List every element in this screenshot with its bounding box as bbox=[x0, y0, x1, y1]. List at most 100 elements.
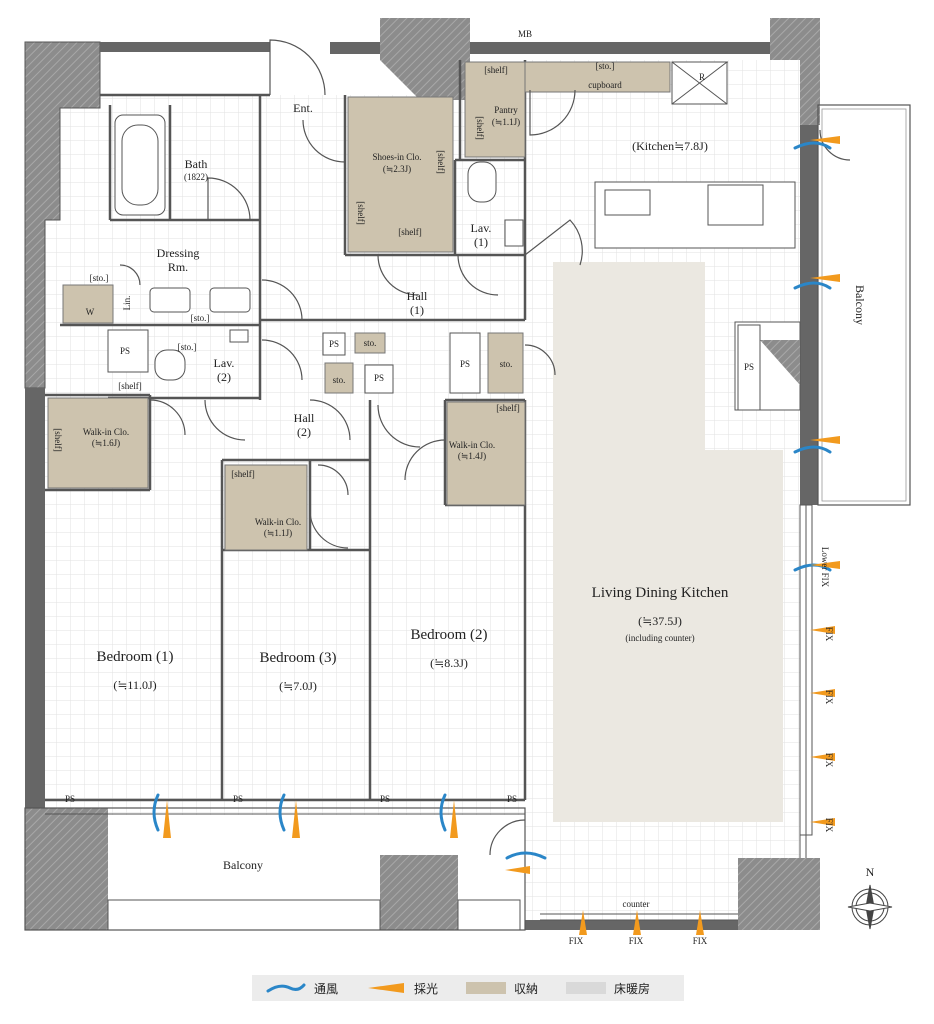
legend-ventilation: 通風 bbox=[266, 980, 338, 997]
shoes-shelf-right: [shelf] bbox=[436, 150, 446, 174]
hall1-num: (1) bbox=[410, 303, 424, 317]
storage-areas bbox=[47, 61, 671, 551]
wic2-shelf: [shelf] bbox=[231, 469, 255, 479]
ldk-note: (including counter) bbox=[625, 633, 694, 643]
bedroom2-size: (≒8.3J) bbox=[430, 656, 468, 670]
fix-label-3: FIX bbox=[693, 936, 708, 946]
wic1-label: Walk-in Clo. bbox=[83, 427, 129, 437]
door-swings bbox=[119, 39, 851, 856]
right-balcony bbox=[817, 104, 911, 506]
ps-label-9: PS bbox=[507, 794, 517, 804]
refrigerator-label: R bbox=[699, 72, 705, 82]
dressing-label-2: Rm. bbox=[168, 260, 188, 274]
shoes-clo-label: Shoes-in Clo. bbox=[372, 152, 421, 162]
fix-label-5: FIX bbox=[824, 690, 834, 705]
floor-heating-area-lower bbox=[553, 450, 783, 822]
dressing-sto-label: [sto.] bbox=[191, 313, 210, 323]
balcony-right-label: Balcony bbox=[853, 285, 867, 325]
entrance-label: Ent. bbox=[293, 101, 313, 115]
ldk-size: (≒37.5J) bbox=[638, 614, 682, 628]
legend-daylight-label: 採光 bbox=[414, 981, 439, 996]
kitchen-label: (Kitchen≒7.8J) bbox=[632, 139, 708, 153]
floor-heating-swatch bbox=[566, 982, 607, 994]
bath-size: (1822) bbox=[184, 172, 208, 182]
bedroom1-label: Bedroom (1) bbox=[96, 649, 173, 665]
bedroom3-label: Bedroom (3) bbox=[259, 650, 336, 666]
ps-label-5: PS bbox=[744, 362, 754, 372]
mb-label: MB bbox=[518, 29, 532, 39]
bedroom2-label: Bedroom (2) bbox=[410, 627, 487, 643]
hall2-num: (2) bbox=[297, 425, 311, 439]
wic3-shelf: [shelf] bbox=[496, 403, 520, 413]
counter-label: counter bbox=[623, 899, 650, 909]
sunlight-icon bbox=[368, 983, 405, 993]
bath-label: Bath bbox=[185, 157, 208, 171]
pantry-shelf-side: [shelf] bbox=[475, 116, 485, 140]
hall2-label: Hall bbox=[294, 411, 315, 425]
wic2-size: (≒1.1J) bbox=[264, 528, 292, 538]
lav1-num: (1) bbox=[474, 235, 488, 249]
ps-label-1: PS bbox=[120, 346, 130, 356]
linen-label: Lin. bbox=[122, 296, 132, 311]
legend: 通風 採光 収納 床暖房 bbox=[252, 975, 684, 1001]
ldk-windows bbox=[540, 505, 807, 921]
wic1-shelf-side: [shelf] bbox=[53, 428, 63, 452]
fix-label-7: FIX bbox=[824, 818, 834, 833]
shoes-clo-size: (≒2.3J) bbox=[383, 164, 411, 174]
shoes-shelf-left: [shelf] bbox=[356, 201, 366, 225]
ps-label-2: PS bbox=[329, 339, 339, 349]
fix-label-2: FIX bbox=[629, 936, 644, 946]
storage-swatch bbox=[466, 982, 507, 994]
legend-storage: 収納 bbox=[466, 980, 538, 997]
daylight-markers bbox=[163, 136, 840, 935]
lower-fix-label: Lower FIX bbox=[820, 547, 830, 588]
laundry-sto-label: [sto.] bbox=[90, 273, 109, 283]
bedroom1-size: (≒11.0J) bbox=[113, 678, 156, 692]
ventilation-markers bbox=[152, 141, 832, 860]
cupboard-sto-label: [sto.] bbox=[596, 61, 615, 71]
wic3-size: (≒1.4J) bbox=[458, 451, 486, 461]
pantry-shelf-label: [shelf] bbox=[484, 65, 508, 75]
ps-label-4: PS bbox=[460, 359, 470, 369]
bedroom3-size: (≒7.0J) bbox=[279, 679, 317, 693]
fixtures bbox=[114, 61, 796, 381]
north-label: N bbox=[866, 865, 875, 879]
legend-daylight: 採光 bbox=[366, 980, 438, 997]
lav1-label: Lav. bbox=[471, 221, 492, 235]
ps-label-6: PS bbox=[65, 794, 75, 804]
north-compass bbox=[847, 884, 893, 930]
ps-label-3: PS bbox=[374, 373, 384, 383]
laundry-label: W bbox=[86, 307, 95, 317]
wic2-label: Walk-in Clo. bbox=[255, 517, 301, 527]
legend-floor-heating-label: 床暖房 bbox=[614, 981, 651, 996]
legend-floor-heating: 床暖房 bbox=[566, 980, 650, 997]
hall1-label: Hall bbox=[407, 289, 428, 303]
ldk-label: Living Dining Kitchen bbox=[592, 585, 729, 601]
fix-label-4: FIX bbox=[824, 627, 834, 642]
pantry-size: (≒1.1J) bbox=[492, 117, 520, 127]
wic1-size: (≒1.6J) bbox=[92, 438, 120, 448]
pipe-spaces bbox=[107, 324, 761, 411]
ps-label-7: PS bbox=[233, 794, 243, 804]
fix-label-6: FIX bbox=[824, 753, 834, 768]
wic3-label: Walk-in Clo. bbox=[449, 440, 495, 450]
outer-walls bbox=[24, 18, 820, 931]
dressing-label: Dressing bbox=[157, 246, 200, 260]
fix-label-1: FIX bbox=[569, 936, 584, 946]
wic1-shelf: [shelf] bbox=[118, 381, 142, 391]
lav2-num: (2) bbox=[217, 370, 231, 384]
balcony-bottom-label: Balcony bbox=[223, 858, 263, 872]
bedroom-windows bbox=[45, 807, 525, 815]
cupboard-label: cupboard bbox=[588, 80, 622, 90]
shoes-shelf-label: [shelf] bbox=[398, 227, 422, 237]
pantry-label: Pantry bbox=[494, 105, 518, 115]
lav2-label: Lav. bbox=[214, 356, 235, 370]
ps-label-8: PS bbox=[380, 794, 390, 804]
sto-label-3: sto. bbox=[500, 359, 513, 369]
wind-icon bbox=[266, 983, 306, 993]
lav2-sto-label: [sto.] bbox=[178, 342, 197, 352]
sto-label-1: sto. bbox=[364, 338, 377, 348]
legend-ventilation-label: 通風 bbox=[314, 981, 339, 996]
sto-label-2: sto. bbox=[333, 375, 346, 385]
